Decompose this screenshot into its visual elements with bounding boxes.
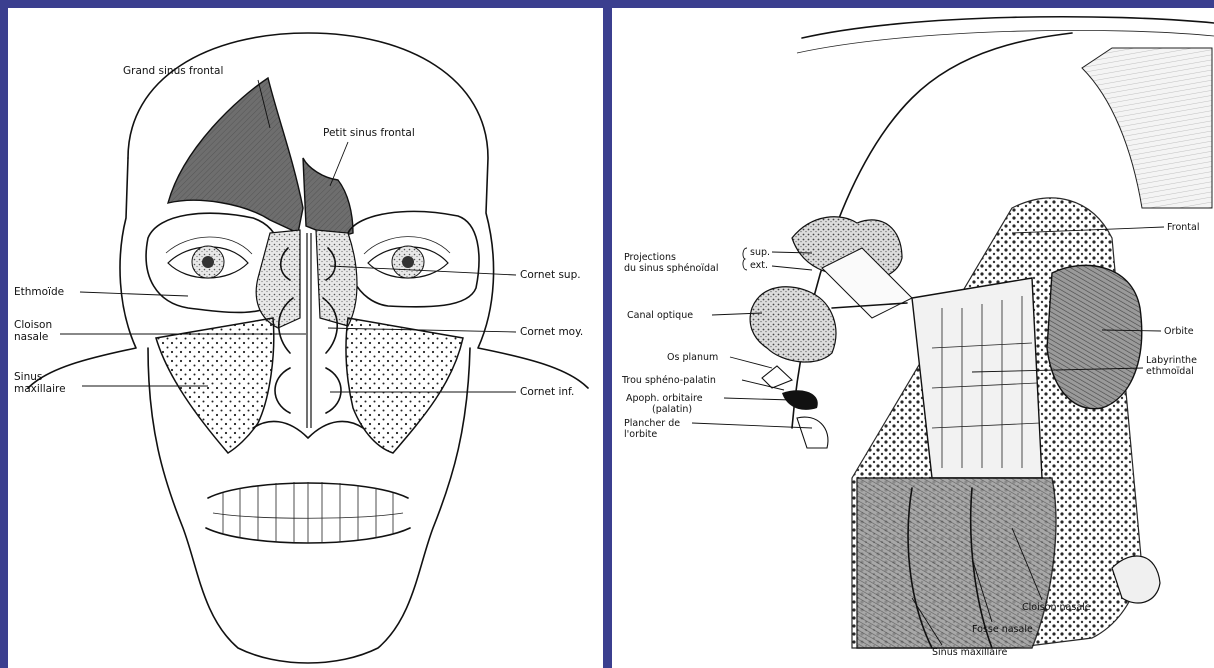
- label-projections-1: Projections: [624, 252, 676, 263]
- label-cloison-1: Cloison: [14, 319, 52, 331]
- label-frontal: Frontal: [1167, 222, 1200, 233]
- label-grand-sinus-frontal: Grand sinus frontal: [123, 65, 223, 77]
- label-os-planum: Os planum: [667, 352, 718, 363]
- label-apoph-2: (palatin): [652, 404, 692, 415]
- label-cornet-inf: Cornet inf.: [520, 386, 574, 398]
- label-plancher-1: Plancher de: [624, 418, 680, 429]
- sinus-maxillaire-left: [346, 318, 463, 453]
- label-cloison-2: nasale: [14, 331, 48, 343]
- teeth: [206, 482, 410, 543]
- label-ethmoide: Ethmoïde: [14, 286, 64, 298]
- petit-sinus-frontal: [303, 158, 353, 238]
- maxillary-sinus-region: [857, 478, 1056, 648]
- label-apoph-1: Apoph. orbitaire: [626, 393, 703, 404]
- label-cloison-nasale: Cloison nasale: [1022, 602, 1091, 613]
- label-sup: sup.: [750, 247, 770, 258]
- ethmoide-cells: [256, 230, 300, 328]
- label-labyrinthe-2: ethmoïdal: [1146, 366, 1194, 377]
- frontal-skull-panel: Grand sinus frontal Petit sinus frontal …: [8, 8, 603, 668]
- label-orbite: Orbite: [1164, 326, 1194, 337]
- label-sinus-2: maxillaire: [14, 383, 66, 395]
- label-labyrinthe-1: Labyrinthe: [1146, 355, 1197, 366]
- canal-optique: [750, 287, 836, 362]
- label-trou-spheno-palatin: Trou sphéno-palatin: [621, 375, 716, 386]
- grand-sinus-frontal: [168, 78, 303, 233]
- label-cornet-sup: Cornet sup.: [520, 269, 581, 281]
- left-eye: [364, 237, 450, 278]
- right-eye: [166, 237, 252, 278]
- label-canal-optique: Canal optique: [627, 310, 693, 321]
- label-ext: ext.: [750, 260, 768, 271]
- label-sinus-maxillaire: Sinus maxillaire: [932, 647, 1007, 658]
- label-plancher-2: l'orbite: [624, 429, 657, 440]
- sinus-maxillaire-right: [156, 318, 274, 453]
- sagittal-view-panel: Projections du sinus sphénoïdal sup. ext…: [612, 8, 1214, 668]
- sagittal-sinus-illustration: Projections du sinus sphénoïdal sup. ext…: [612, 8, 1214, 668]
- label-sinus-1: Sinus: [14, 371, 42, 383]
- orbit-region: [1047, 265, 1142, 408]
- frontal-bone: [1082, 48, 1212, 208]
- label-fosse-nasale: Fosse nasale: [972, 624, 1033, 635]
- label-cornet-moy: Cornet moy.: [520, 326, 583, 338]
- label-projections-2: du sinus sphénoïdal: [624, 263, 718, 274]
- labyrinthe-ethmoidal: [912, 278, 1042, 478]
- label-petit-sinus-frontal: Petit sinus frontal: [323, 127, 415, 139]
- frontal-skull-illustration: Grand sinus frontal Petit sinus frontal …: [8, 8, 603, 668]
